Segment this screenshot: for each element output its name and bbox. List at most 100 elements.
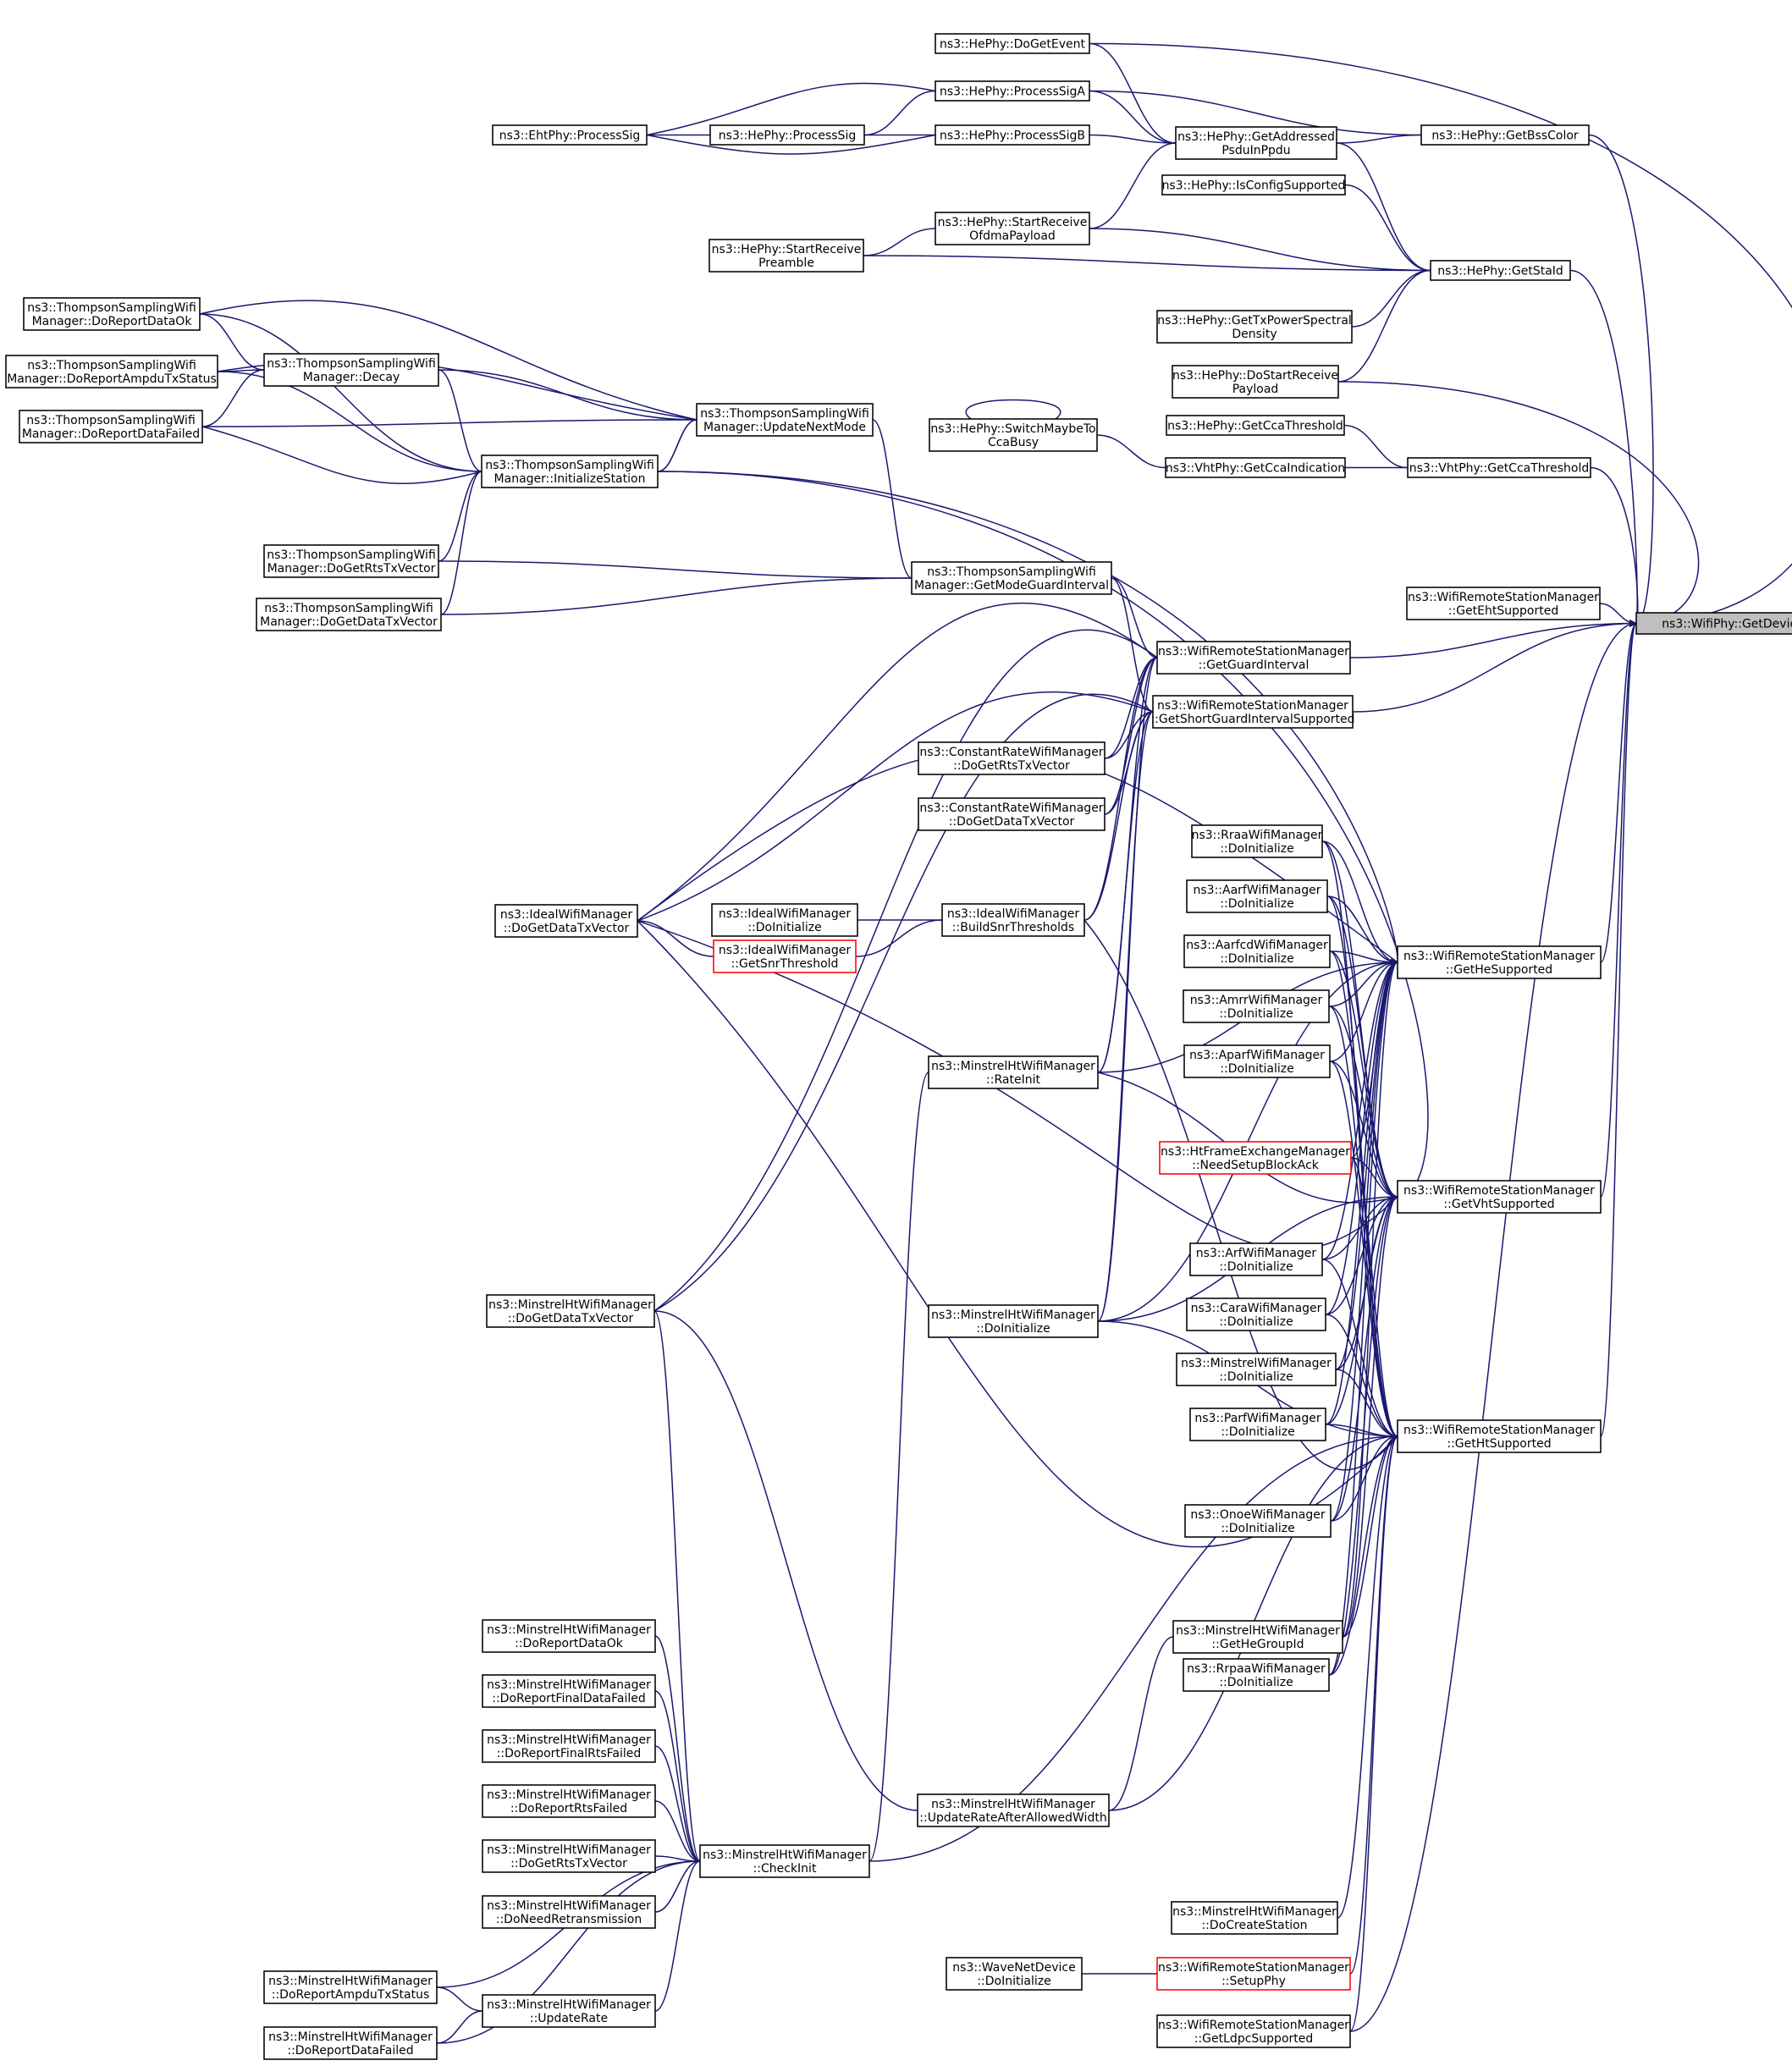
node-arf[interactable]: ns3::ArfWifiManager::DoInitialize [1189, 1242, 1323, 1276]
node-mhtRepOk[interactable]: ns3::MinstrelHtWifiManager::DoReportData… [482, 1619, 656, 1653]
node-box [492, 124, 648, 146]
node-vhtCcaInd[interactable]: ns3::VhtPhy::GetCcaIndication [1165, 457, 1346, 478]
node-getGI[interactable]: ns3::WifiRemoteStationManager::GetGuardI… [1156, 641, 1351, 675]
node-mhtInit[interactable]: ns3::MinstrelHtWifiManager::DoInitialize [928, 1304, 1099, 1338]
node-heCca[interactable]: ns3::HePhy::GetCcaThreshold [1166, 415, 1345, 436]
node-mhtCreate[interactable]: ns3::MinstrelHtWifiManager::DoCreateStat… [1171, 1901, 1338, 1935]
call-edge-mhtUpdRate-to-mhtCheck [654, 1857, 708, 2012]
node-vhtCca[interactable]: ns3::VhtPhy::GetCcaThreshold [1407, 457, 1591, 478]
node-aarf[interactable]: ns3::AarfWifiManager::DoInitialize [1186, 879, 1328, 913]
node-label-line: ::GetHeSupported [1446, 963, 1552, 977]
node-label-line: ::DoReportRtsFailed [510, 1802, 627, 1815]
call-edge-doStartPay-to-staId [1337, 266, 1438, 383]
node-box [1183, 989, 1330, 1023]
node-minstrel[interactable]: ns3::MinstrelWifiManager::DoInitialize [1176, 1353, 1337, 1386]
node-label-line: ns3::MinstrelHtWifiManager [487, 1788, 651, 1802]
node-getHe[interactable]: ns3::WifiRemoteStationManager::GetHeSupp… [1397, 945, 1602, 979]
node-mhtUpdAllowed[interactable]: ns3::MinstrelHtWifiManager::UpdateRateAf… [917, 1793, 1110, 1827]
node-tsModeGI[interactable]: ns3::ThompsonSamplingWifiManager::GetMod… [911, 561, 1112, 595]
node-sigA[interactable]: ns3::HePhy::ProcessSigA [935, 80, 1090, 102]
node-box [482, 1729, 656, 1763]
node-rraa[interactable]: ns3::RraaWifiManager::DoInitialize [1191, 824, 1323, 858]
node-box [928, 1304, 1099, 1338]
call-edge-mhtRtsFail-to-mhtCheck [654, 1800, 708, 1865]
node-mhtUpdRate[interactable]: ns3::MinstrelHtWifiManager::UpdateRate [482, 1994, 656, 2028]
node-mhtRtsFail[interactable]: ns3::MinstrelHtWifiManager::DoReportRtsF… [482, 1784, 656, 1818]
node-isConfig[interactable]: ns3::HePhy::IsConfigSupported [1161, 174, 1346, 196]
node-tsInit[interactable]: ns3::ThompsonSamplingWifiManager::Initia… [481, 455, 659, 488]
node-waveInit[interactable]: ns3::WaveNetDevice::DoInitialize [946, 1957, 1083, 1991]
call-edge-getVht-to-root [1600, 619, 1644, 1198]
call-edge-amrr-to-getHe [1328, 958, 1405, 1007]
node-ehtSig[interactable]: ns3::EhtPhy::ProcessSig [492, 124, 648, 146]
node-tsData[interactable]: ns3::ThompsonSamplingWifiManager::DoGetD… [256, 598, 442, 631]
node-getHt[interactable]: ns3::WifiRemoteStationManager::GetHtSupp… [1397, 1419, 1602, 1453]
call-edge-tsUpdNext-to-tsModeGI [872, 419, 919, 582]
node-getLdpc[interactable]: ns3::WifiRemoteStationManager::GetLdpcSu… [1156, 2014, 1351, 2048]
node-heSig[interactable]: ns3::HePhy::ProcessSig [709, 124, 865, 146]
node-getEht[interactable]: ns3::WifiRemoteStationManager::GetEhtSup… [1406, 587, 1601, 620]
node-box [1171, 1901, 1338, 1935]
node-amrr[interactable]: ns3::AmrrWifiManager::DoInitialize [1183, 989, 1330, 1023]
node-parf[interactable]: ns3::ParfWifiManager::DoInitialize [1189, 1408, 1326, 1441]
node-tsRepAmpdu[interactable]: ns3::ThompsonSamplingWifiManager::DoRepo… [5, 355, 218, 388]
node-idealSnr[interactable]: ns3::IdealWifiManager::GetSnrThreshold [713, 939, 857, 973]
node-idealInit[interactable]: ns3::IdealWifiManager::DoInitialize [711, 903, 858, 937]
node-label-line: ::GetHeGroupId [1211, 1638, 1304, 1651]
node-aparf[interactable]: ns3::AparfWifiManager::DoInitialize [1183, 1044, 1331, 1078]
node-setupPhy[interactable]: ns3::WifiRemoteStationManager::SetupPhy [1156, 1957, 1351, 1991]
call-edge-aarf-to-getHe [1326, 895, 1405, 967]
node-label-line: ns3::ThompsonSamplingWifi [267, 548, 436, 562]
node-rrpaa[interactable]: ns3::RrpaaWifiManager::DoInitialize [1183, 1658, 1330, 1692]
node-mhtRetrans[interactable]: ns3::MinstrelHtWifiManager::DoNeedRetran… [482, 1895, 656, 1929]
node-cara[interactable]: ns3::CaraWifiManager::DoInitialize [1186, 1297, 1326, 1331]
node-box [946, 1957, 1083, 1991]
node-doGetEvent[interactable]: ns3::HePhy::DoGetEvent [935, 33, 1090, 54]
node-label-line: ns3::MinstrelHtWifiManager [487, 1733, 651, 1747]
node-tsUpdNext[interactable]: ns3::ThompsonSamplingWifiManager::Update… [696, 403, 874, 437]
node-htFem[interactable]: ns3::HtFrameExchangeManager::NeedSetupBl… [1159, 1141, 1352, 1175]
node-bssColor[interactable]: ns3::HePhy::GetBssColor [1420, 124, 1590, 146]
node-mhtFinalRts[interactable]: ns3::MinstrelHtWifiManager::DoReportFina… [482, 1729, 656, 1763]
call-edge-tsRepAmpdu-to-tsInit [217, 371, 489, 476]
node-staId[interactable]: ns3::HePhy::GetStaId [1430, 260, 1571, 281]
node-onoe[interactable]: ns3::OnoeWifiManager::DoInitialize [1184, 1504, 1332, 1538]
call-edge-switchCca-to-vhtCcaInd [1096, 434, 1173, 472]
node-mhtRate[interactable]: ns3::MinstrelHtWifiManager::RateInit [928, 1055, 1099, 1089]
call-edge-mhtDataFail-to-mhtUpdRate [436, 2007, 490, 2044]
node-mhtHeGroup[interactable]: ns3::MinstrelHtWifiManager::GetHeGroupId [1172, 1620, 1343, 1654]
node-idealBuild[interactable]: ns3::IdealWifiManager::BuildSnrThreshold… [941, 903, 1085, 937]
node-tsRepOk[interactable]: ns3::ThompsonSamplingWifiManager::DoRepo… [23, 297, 201, 331]
node-crRts[interactable]: ns3::ConstantRateWifiManager::DoGetRtsTx… [918, 741, 1106, 775]
node-getVht[interactable]: ns3::WifiRemoteStationManager::GetVhtSup… [1397, 1180, 1602, 1214]
node-sigB[interactable]: ns3::HePhy::ProcessSigB [935, 124, 1090, 146]
node-tsRepFail[interactable]: ns3::ThompsonSamplingWifiManager::DoRepo… [19, 410, 203, 444]
node-box [1191, 824, 1323, 858]
node-tsRts[interactable]: ns3::ThompsonSamplingWifiManager::DoGetR… [263, 544, 439, 578]
node-box [1186, 1297, 1326, 1331]
node-mhtCheck[interactable]: ns3::MinstrelHtWifiManager::CheckInit [699, 1844, 870, 1878]
node-root[interactable]: ns3::WifiPhy::GetDevice [1635, 612, 1792, 635]
node-label-line: ::DoGetRtsTxVector [510, 1857, 627, 1870]
call-edge-mhtInit-to-getSGI [1097, 708, 1161, 1322]
node-mhtData[interactable]: ns3::MinstrelHtWifiManager::DoGetDataTxV… [486, 1294, 655, 1328]
node-mhtFinalData[interactable]: ns3::MinstrelHtWifiManager::DoReportFina… [482, 1674, 656, 1708]
node-label-line: ns3::HePhy::ProcessSig [719, 129, 856, 143]
node-idealData[interactable]: ns3::IdealWifiManager::DoGetDataTxVector [494, 904, 638, 938]
node-mhtAmpdu[interactable]: ns3::MinstrelHtWifiManager::DoReportAmpd… [263, 1970, 438, 2004]
call-edge-addrPsdu-to-staId [1336, 142, 1438, 275]
node-label-line: Manager::DoReportDataOk [32, 315, 193, 328]
node-crData[interactable]: ns3::ConstantRateWifiManager::DoGetDataT… [918, 797, 1106, 831]
node-mhtDataFail[interactable]: ns3::MinstrelHtWifiManager::DoReportData… [263, 2026, 438, 2060]
node-getSGI[interactable]: ns3::WifiRemoteStationManager::GetShortG… [1150, 695, 1355, 729]
node-aarfcd[interactable]: ns3::AarfcdWifiManager::DoInitialize [1183, 934, 1331, 968]
node-mhtRtsVec[interactable]: ns3::MinstrelHtWifiManager::DoGetRtsTxVe… [482, 1839, 656, 1873]
node-label-line: ::DoReportAmpduTxStatus [272, 1988, 430, 2002]
